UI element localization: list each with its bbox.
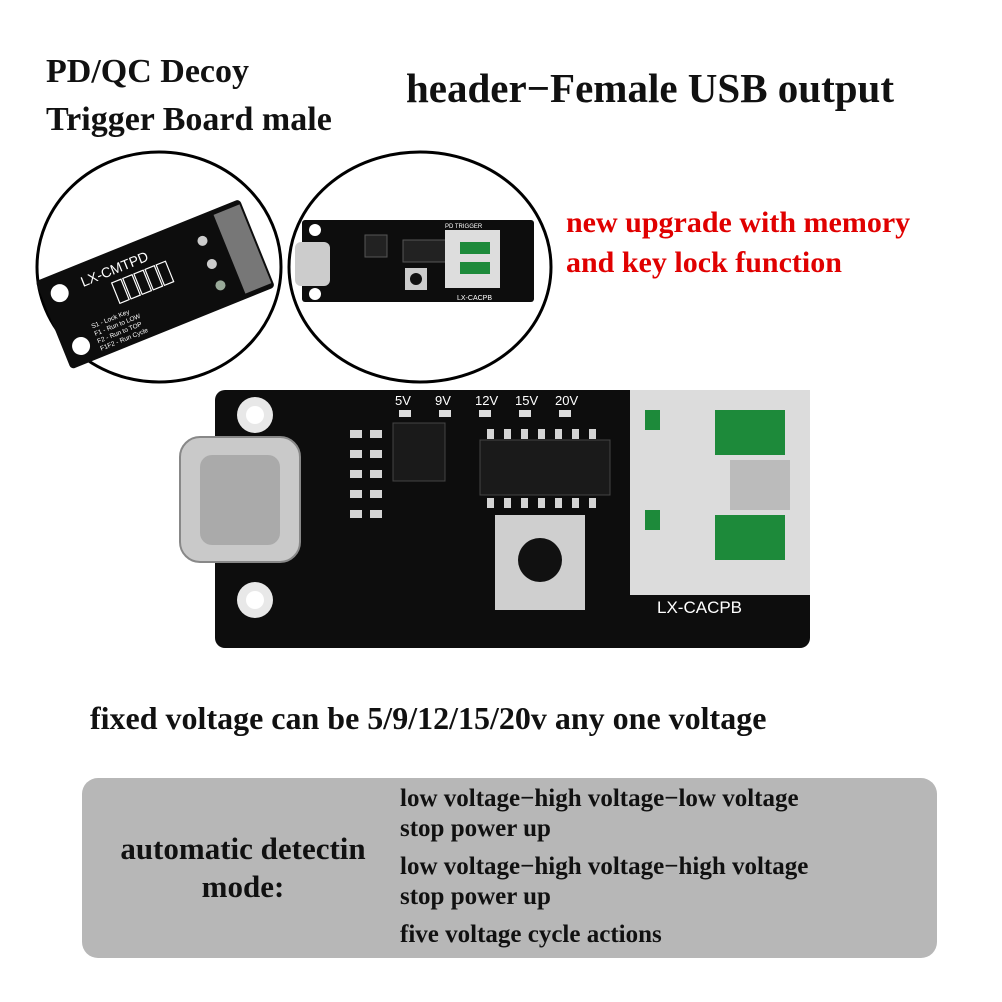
modes-panel: automatic detectin mode: low voltage−hig… <box>82 778 937 958</box>
ic-pin <box>555 429 562 439</box>
led-20v <box>559 410 571 417</box>
ic-pin <box>572 429 579 439</box>
mode-line-2: stop power up <box>400 815 551 842</box>
ic-pin <box>487 429 494 439</box>
led-label-20v: 20V <box>555 393 578 408</box>
heading-decoy-line1: PD/QC Decoy <box>46 53 250 90</box>
ic-pin <box>521 429 528 439</box>
led-5v <box>399 410 411 417</box>
modes-label-line1: automatic detectin <box>120 831 366 866</box>
ic-pin <box>538 498 545 508</box>
board-model: LX-CACPB <box>657 598 742 617</box>
modes-label-line2: mode: <box>201 869 285 904</box>
led-9v <box>439 410 451 417</box>
led-label-9v: 9V <box>435 393 451 408</box>
ic-pin <box>589 429 596 439</box>
fixed-voltage-caption: fixed voltage can be 5/9/12/15/20v any o… <box>90 700 767 736</box>
led-label-5v: 5V <box>395 393 411 408</box>
ic-pin <box>487 498 494 508</box>
ic-pin <box>589 498 596 508</box>
ic-pin <box>555 498 562 508</box>
feature-line1: new upgrade with memory <box>566 206 911 239</box>
mode-line-3: low voltage−high voltage−high voltage <box>400 853 809 880</box>
thumb-header-label: PD TRIGGER <box>445 224 483 230</box>
mode-line-5: five voltage cycle actions <box>400 921 662 948</box>
back-board-photo: LX-CMTPD S1 - Lock Key F1 - Run to LOW F… <box>35 150 283 384</box>
thumb-model: LX-CACPB <box>457 295 492 302</box>
ic-pin <box>504 429 511 439</box>
led-label-12v: 12V <box>475 393 498 408</box>
main-board-photo: LX-CACPB 5V 9V 12V 15V 20V <box>179 390 810 648</box>
feature-line2: and key lock function <box>566 246 842 279</box>
led-15v <box>519 410 531 417</box>
ic-pin <box>572 498 579 508</box>
ic-pin <box>538 429 545 439</box>
heading-decoy-line2: Trigger Board male <box>46 101 332 138</box>
led-12v <box>479 410 491 417</box>
ic-pin <box>504 498 511 508</box>
mode-line-1: low voltage−high voltage−low voltage <box>400 785 799 812</box>
ic-pin <box>521 498 528 508</box>
front-board-thumb: PD TRIGGER LX-CACPB <box>287 150 553 384</box>
heading-usb-output: header−Female USB output <box>406 65 895 111</box>
led-label-15v: 15V <box>515 393 538 408</box>
mode-line-4: stop power up <box>400 883 551 910</box>
